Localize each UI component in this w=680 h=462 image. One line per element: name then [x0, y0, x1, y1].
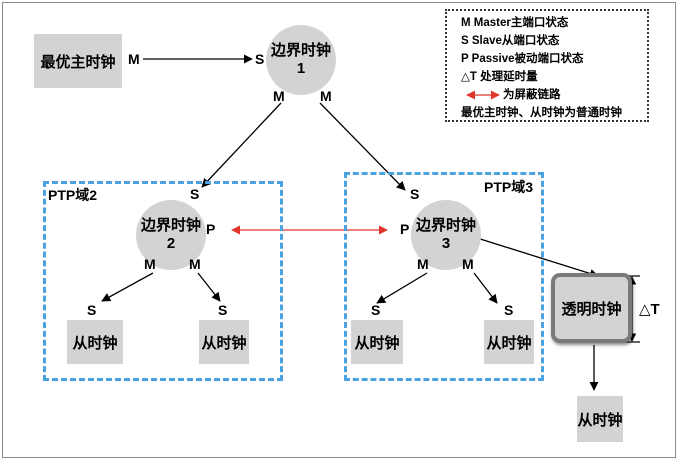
ptp-domain-3: [344, 172, 544, 381]
port-m-gm: M: [128, 51, 140, 67]
diagram-frame: [2, 2, 676, 458]
red-double-arrow-icon: [466, 90, 500, 100]
legend-box: M Master主端口状态 S Slave从端口状态 P Passive被动端口…: [445, 9, 649, 122]
link-bc3-to-slave-b: [473, 272, 498, 304]
legend-m: M Master主端口状态: [461, 17, 569, 29]
port-m-bc1-left: M: [273, 88, 285, 104]
slave-clock-tc-label: 从时钟: [577, 411, 623, 429]
domain-3-label: PTP域3: [484, 179, 534, 195]
port-p-bc2: P: [206, 221, 216, 237]
bc3-name: 边界时钟: [415, 217, 476, 234]
domain-2-label: PTP域2: [48, 187, 98, 203]
link-bc3-to-tc: [457, 231, 599, 278]
slave-clock-3b: 从时钟: [484, 320, 534, 364]
port-s-bc2: S: [190, 186, 200, 202]
port-s-slave-2a: S: [87, 302, 97, 318]
bc2-number: 2: [166, 235, 176, 252]
bc3-number: 3: [441, 235, 451, 252]
port-m-bc2-left: M: [144, 256, 156, 272]
legend-masked-row: 为屏蔽链路: [461, 86, 641, 104]
ptp-domain-2: [43, 181, 283, 381]
grandmaster-label: 最优主时钟: [40, 53, 116, 71]
slave-clock-tc: 从时钟: [577, 396, 623, 442]
port-p-bc3: P: [400, 221, 410, 237]
delta-t-label: △T: [639, 301, 660, 318]
legend-t: △T 处理延时量: [461, 71, 538, 83]
slave-clock-2b-label: 从时钟: [201, 334, 247, 352]
port-m-bc2-right: M: [189, 256, 201, 272]
slave-clock-2a-label: 从时钟: [72, 334, 118, 352]
grandmaster-clock: 最优主时钟: [34, 34, 122, 88]
boundary-clock-3: 边界时钟 3: [411, 200, 481, 270]
port-s-slave-3b: S: [504, 302, 514, 318]
port-m-bc1-right: M: [320, 88, 332, 104]
link-bc1-to-bc2: [201, 102, 282, 188]
port-m-bc3-right: M: [462, 256, 474, 272]
slave-clock-2a: 从时钟: [67, 320, 123, 364]
port-s-bc3: S: [410, 186, 420, 202]
link-bc1-to-bc3: [319, 102, 406, 191]
legend-masked: 为屏蔽链路: [503, 89, 561, 101]
bc1-name: 边界时钟: [270, 42, 331, 59]
bc1-number: 1: [296, 60, 306, 77]
boundary-clock-1: 边界时钟 1: [266, 25, 336, 95]
slave-clock-3a: 从时钟: [351, 320, 403, 364]
bc2-name: 边界时钟: [140, 217, 201, 234]
slave-clock-3a-label: 从时钟: [354, 334, 400, 352]
transparent-clock: 透明时钟: [551, 273, 632, 343]
link-bc2-to-slave-b: [197, 272, 221, 302]
transparent-clock-label: 透明时钟: [561, 300, 622, 318]
link-bc2-to-slave-a: [101, 272, 154, 302]
port-m-bc3-left: M: [417, 256, 429, 272]
port-s-bc1: S: [255, 51, 265, 67]
legend-p: P Passive被动端口状态: [461, 53, 584, 65]
legend-s: S Slave从端口状态: [461, 35, 560, 47]
legend-note: 最优主时钟、从时钟为普通时钟: [461, 107, 622, 119]
port-s-slave-3a: S: [371, 302, 381, 318]
slave-clock-3b-label: 从时钟: [486, 334, 532, 352]
port-s-slave-2b: S: [218, 302, 228, 318]
slave-clock-2b: 从时钟: [199, 320, 249, 364]
link-bc3-to-slave-a: [376, 272, 428, 304]
boundary-clock-2: 边界时钟 2: [136, 200, 206, 270]
